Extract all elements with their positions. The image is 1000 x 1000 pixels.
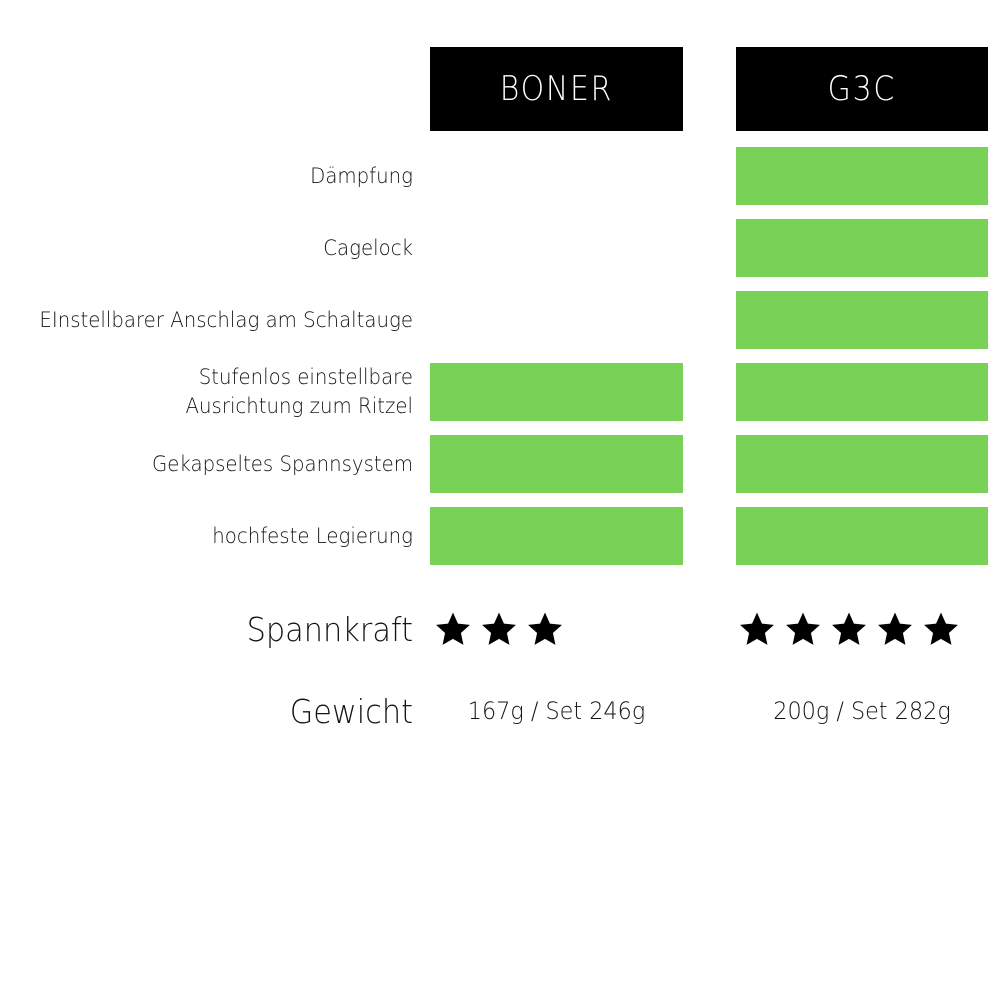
feature-row-label-line: Ausrichtung zum Ritzel [185,394,413,418]
feature-row-label-line: Dämpfung [310,163,413,188]
feature-cell-empty [430,219,683,277]
rating-stars-g3c [738,598,960,660]
feature-row-label-line: Cagelock [323,235,413,260]
feature-cell-filled [736,507,988,565]
feature-row-label-line: hochfeste Legierung [212,523,413,548]
feature-cell-filled [430,363,683,421]
star-icon [526,610,564,648]
feature-row: Cagelock [0,219,1000,277]
feature-cell-filled [430,507,683,565]
feature-cell-filled [736,435,988,493]
feature-row-label: Cagelock [18,219,413,277]
weight-value-g3c: 200g / Set 282g [773,697,951,725]
feature-row: hochfeste Legierung [0,507,1000,565]
star-icon [434,610,472,648]
rating-stars-boner [434,598,564,660]
feature-cell-filled [736,363,988,421]
feature-row-label: Dämpfung [18,147,413,205]
feature-row: Gekapseltes Spannsystem [0,435,1000,493]
weight-row: Gewicht 167g / Set 246g 200g / Set 282g [0,680,1000,742]
feature-row-label: hochfeste Legierung [18,507,413,565]
feature-cell-filled [736,147,988,205]
rating-row: Spannkraft [0,598,1000,660]
star-icon [922,610,960,648]
star-icon [480,610,518,648]
star-icon [876,610,914,648]
feature-row: Dämpfung [0,147,1000,205]
weight-row-label: Gewicht [289,691,413,731]
feature-row-label: EInstellbarer Anschlag am Schaltauge [18,291,413,349]
feature-cell-empty [430,291,683,349]
column-header-g3c: G3C [736,47,988,131]
feature-row-label: Gekapseltes Spannsystem [18,435,413,493]
star-icon [738,610,776,648]
feature-row-label-line: Stufenlos einstellbare [198,365,413,389]
feature-row: EInstellbarer Anschlag am Schaltauge [0,291,1000,349]
column-header-boner: BONER [430,47,683,131]
rating-row-label: Spannkraft [246,609,413,649]
feature-row-label-line: EInstellbarer Anschlag am Schaltauge [39,307,413,332]
column-header-boner-label: BONER [499,69,614,109]
star-icon [784,610,822,648]
feature-cell-empty [430,147,683,205]
feature-cell-filled [430,435,683,493]
star-icon [830,610,868,648]
weight-value-boner: 167g / Set 246g [467,697,646,725]
feature-row-label-line: Gekapseltes Spannsystem [151,451,413,476]
feature-cell-filled [736,219,988,277]
feature-cell-filled [736,291,988,349]
column-header-g3c-label: G3C [827,69,897,109]
